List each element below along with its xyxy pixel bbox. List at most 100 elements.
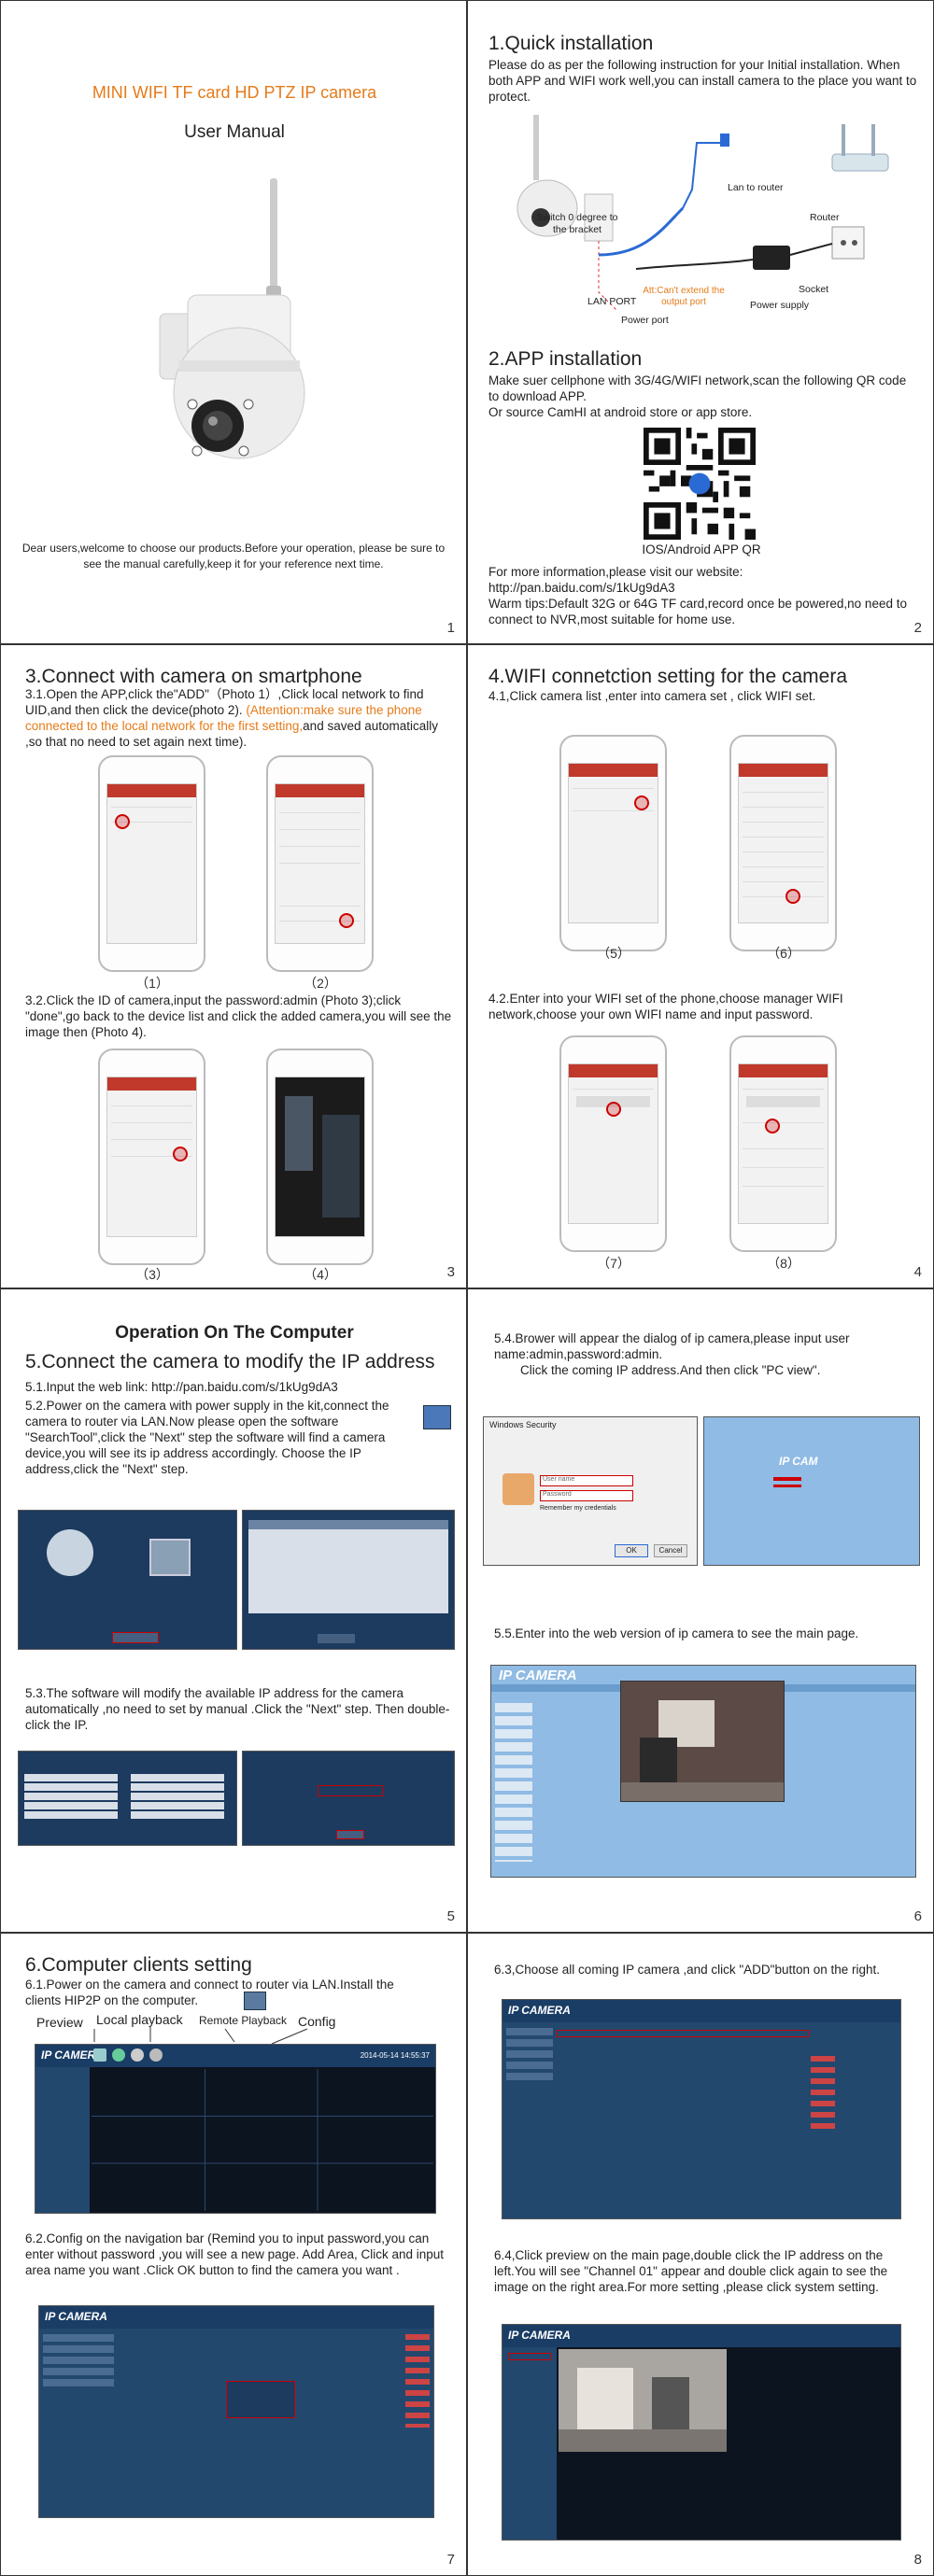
label-lan-port: LAN PORT bbox=[587, 296, 637, 307]
section-heading: 6.Computer clients setting bbox=[25, 1954, 252, 1976]
label-preview: Preview bbox=[36, 2015, 83, 2030]
pointer-lines bbox=[93, 2027, 308, 2045]
searchtool-screenshot-4 bbox=[242, 1751, 455, 1846]
dialog-username-field[interactable]: User name bbox=[540, 1475, 633, 1486]
phone-photo-5 bbox=[559, 735, 667, 951]
page-number: 5 bbox=[446, 1908, 455, 1924]
step-4-2: 4.2.Enter into your WIFI set of the phon… bbox=[488, 992, 843, 1021]
app-logo: IP CAMERA bbox=[508, 2004, 571, 2017]
remote-playback-icon[interactable] bbox=[131, 2048, 144, 2062]
ptz-camera-illustration bbox=[159, 178, 305, 459]
dialog-remember-checkbox[interactable]: Remember my credentials bbox=[540, 1505, 616, 1512]
page-1: MINI WIFI TF card HD PTZ IP camera User … bbox=[0, 0, 467, 644]
step-6-2: 6.2.Config on the navigation bar (Remind… bbox=[25, 2231, 445, 2277]
more-info-text: For more information,please visit our we… bbox=[488, 565, 743, 579]
web-logo: IP CAMERA bbox=[499, 1668, 577, 1683]
section-heading: 3.Connect with camera on smartphone bbox=[25, 666, 362, 687]
dialog-title: Windows Security bbox=[489, 1420, 557, 1429]
login-dialog-screenshot: Windows Security User name Password Reme… bbox=[483, 1416, 698, 1566]
phone-photo-8 bbox=[729, 1035, 837, 1252]
pc-view-screenshot: IP CAM bbox=[703, 1416, 920, 1566]
local-playback-icon[interactable] bbox=[112, 2048, 125, 2062]
app-logo: IP CAMERA bbox=[41, 2048, 104, 2062]
section-heading: 5.Connect the camera to modify the IP ad… bbox=[25, 1351, 435, 1372]
page-4: 4.WIFI connetction setting for the camer… bbox=[467, 644, 934, 1288]
manual-subtitle: User Manual bbox=[184, 122, 285, 142]
page-number: 2 bbox=[913, 620, 922, 636]
qr-caption: IOS/Android APP QR bbox=[642, 542, 761, 556]
app-text: Make suer cellphone with 3G/4G/WIFI netw… bbox=[488, 373, 907, 403]
phone-photo-6 bbox=[729, 735, 837, 951]
section-heading: 1.Quick installation bbox=[488, 33, 654, 54]
photo-caption: （3） bbox=[135, 1267, 169, 1282]
config-icon[interactable] bbox=[149, 2048, 163, 2062]
website-link[interactable]: http://pan.baidu.com/s/1kUg9dA3 bbox=[488, 581, 675, 595]
step-6-1: 6.1.Power on the camera and connect to r… bbox=[25, 1978, 394, 2007]
label-remote-playback: Remote Playback bbox=[199, 2014, 288, 2027]
phone-photo-7 bbox=[559, 1035, 667, 1252]
installation-diagram bbox=[517, 115, 889, 312]
qr-code bbox=[644, 428, 756, 540]
page-5: Operation On The Computer 5.Connect the … bbox=[0, 1288, 467, 1933]
page-number: 1 bbox=[446, 620, 455, 636]
step-5-2: 5.2.Power on the camera with power suppl… bbox=[25, 1399, 389, 1476]
hip2p-config-screenshot: IP CAMERA bbox=[38, 2305, 434, 2518]
page-3: 3.Connect with camera on smartphone 3.1.… bbox=[0, 644, 467, 1288]
hip2p-main-screenshot: IP CAMERA 2014-05-14 14:55:37 bbox=[35, 2044, 436, 2214]
step-5-1: 5.1.Input the web link: http://pan.baidu… bbox=[25, 1380, 338, 1394]
photo-caption: （7） bbox=[597, 1256, 630, 1271]
section-heading: 4.WIFI connetction setting for the camer… bbox=[488, 666, 848, 687]
app-logo: IP CAMERA bbox=[508, 2329, 571, 2342]
page-number: 6 bbox=[913, 1908, 922, 1924]
app-logo: IP CAMERA bbox=[45, 2310, 107, 2323]
install-text: Please do as per the following instructi… bbox=[488, 58, 917, 104]
page-number: 3 bbox=[446, 1264, 455, 1280]
page-number: 8 bbox=[913, 2552, 922, 2568]
operation-title: Operation On The Computer bbox=[115, 1323, 354, 1343]
searchtool-screenshot-2 bbox=[242, 1510, 455, 1650]
searchtool-screenshot-1 bbox=[18, 1510, 237, 1650]
page-number: 4 bbox=[913, 1264, 922, 1280]
label-power-supply: Power supply bbox=[750, 300, 810, 311]
label-router: Router bbox=[810, 212, 840, 223]
hip2p-icon bbox=[244, 1992, 266, 2010]
dialog-cancel-button[interactable]: Cancel bbox=[654, 1544, 687, 1557]
step-5-3: 5.3.The software will modify the availab… bbox=[25, 1686, 450, 1732]
label-config: Config bbox=[298, 2014, 336, 2029]
web-main-page-screenshot: IP CAMERA bbox=[490, 1665, 916, 1878]
phone-photo-4 bbox=[266, 1049, 374, 1265]
searchtool-icon bbox=[423, 1405, 451, 1429]
photo-caption: （6） bbox=[767, 946, 800, 961]
phone-photo-3 bbox=[98, 1049, 205, 1265]
label-power-port: Power port bbox=[621, 315, 669, 326]
intro-text: Dear users,welcome to choose our product… bbox=[21, 542, 446, 570]
warm-tips: Warm tips:Default 32G or 64G TF card,rec… bbox=[488, 597, 907, 626]
page-2: 1.Quick installation Please do as per th… bbox=[467, 0, 934, 644]
step-3-1: 3.1.Open the APP,click the"ADD"（Photo 1）… bbox=[25, 687, 439, 749]
section-heading: 2.APP installation bbox=[488, 348, 643, 370]
label-local-playback: Local playback bbox=[96, 2012, 183, 2027]
page-6: 5.4.Brower will appear the dialog of ip … bbox=[467, 1288, 934, 1933]
page-8: 6.3,Choose all coming IP camera ,and cli… bbox=[467, 1933, 934, 2576]
label-socket: Socket bbox=[799, 284, 829, 295]
preview-icon[interactable] bbox=[93, 2048, 106, 2062]
label-attention: Att:Can't extend the output port bbox=[643, 286, 725, 307]
step-4-1: 4.1,Click camera list ,enter into camera… bbox=[488, 689, 816, 703]
page-7: 6.Computer clients setting 6.1.Power on … bbox=[0, 1933, 467, 2576]
label-lan-router: Lan to router bbox=[728, 182, 784, 193]
step-3-2: 3.2.Click the ID of camera,input the pas… bbox=[25, 993, 452, 1039]
product-title: MINI WIFI TF card HD PTZ IP camera bbox=[92, 83, 377, 102]
dialog-ok-button[interactable]: OK bbox=[615, 1544, 648, 1557]
dialog-password-field[interactable]: Password bbox=[540, 1490, 633, 1501]
phone-photo-1 bbox=[98, 755, 205, 972]
phone-photo-2 bbox=[266, 755, 374, 972]
preview-screenshot: IP CAMERA bbox=[502, 2324, 901, 2541]
photo-caption: （5） bbox=[597, 946, 630, 961]
searchtool-screenshot-3 bbox=[18, 1751, 237, 1846]
step-5-4: 5.4.Brower will appear the dialog of ip … bbox=[494, 1331, 850, 1377]
photo-caption: （1） bbox=[135, 976, 169, 991]
app-store-text: Or source CamHI at android store or app … bbox=[488, 405, 753, 419]
step-5-5: 5.5.Enter into the web version of ip cam… bbox=[494, 1626, 859, 1640]
step-6-3: 6.3,Choose all coming IP camera ,and cli… bbox=[494, 1963, 881, 1977]
